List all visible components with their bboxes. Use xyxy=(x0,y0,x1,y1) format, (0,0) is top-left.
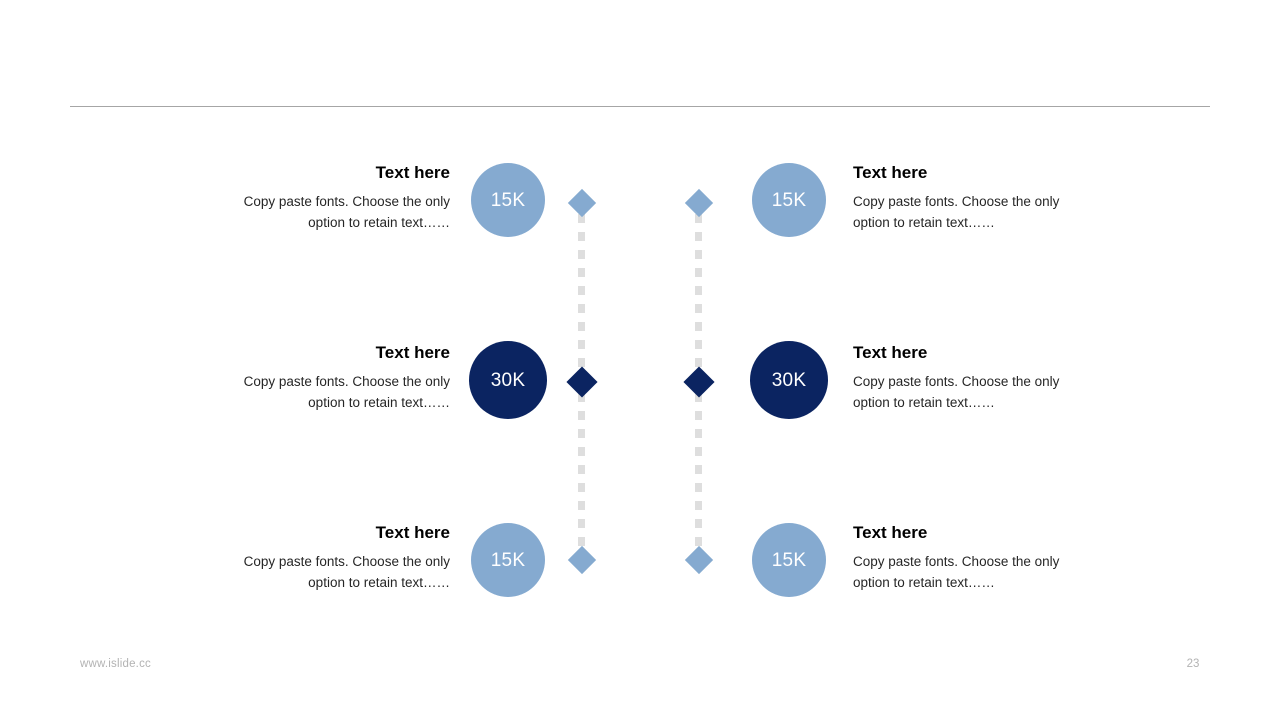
text-block-row1-left: Text here Copy paste fonts. Choose the o… xyxy=(226,163,450,234)
milestone-diamond-row2-left[interactable] xyxy=(566,366,598,398)
text-block-row2-left: Text here Copy paste fonts. Choose the o… xyxy=(226,343,450,414)
connector-dash-right-upper xyxy=(695,214,702,372)
text-block-row3-right: Text here Copy paste fonts. Choose the o… xyxy=(853,523,1077,594)
text-body-row2-right: Copy paste fonts. Choose the only option… xyxy=(853,374,1060,411)
footer-url[interactable]: www.islide.cc xyxy=(80,658,151,670)
metric-circle-row3-right[interactable]: 15K xyxy=(752,523,826,597)
metric-circle-row2-left[interactable]: 30K xyxy=(469,341,547,419)
milestone-diamond-row3-left[interactable] xyxy=(567,545,597,575)
connector-dash-left-upper xyxy=(578,214,585,372)
text-title-row3-right: Text here xyxy=(853,523,928,542)
text-title-row3-left: Text here xyxy=(375,523,450,542)
text-body-row3-left: Copy paste fonts. Choose the only option… xyxy=(243,554,450,591)
metric-value-row3-left: 15K xyxy=(490,549,526,571)
page-number: 23 xyxy=(1186,658,1200,670)
metric-value-row2-left: 30K xyxy=(490,369,526,391)
text-title-row2-left: Text here xyxy=(375,343,450,362)
metric-circle-row1-left[interactable]: 15K xyxy=(471,163,545,237)
connector-dash-right-lower xyxy=(695,393,702,551)
metric-value-row3-right: 15K xyxy=(771,549,807,571)
milestone-diamond-row1-left[interactable] xyxy=(567,188,597,218)
metric-circle-row1-right[interactable]: 15K xyxy=(752,163,826,237)
metric-value-row2-right: 30K xyxy=(771,369,807,391)
text-body-row1-left: Copy paste fonts. Choose the only option… xyxy=(243,194,450,231)
text-block-row1-right: Text here Copy paste fonts. Choose the o… xyxy=(853,163,1077,234)
text-block-row2-right: Text here Copy paste fonts. Choose the o… xyxy=(853,343,1077,414)
text-body-row3-right: Copy paste fonts. Choose the only option… xyxy=(853,554,1060,591)
metric-value-row1-left: 15K xyxy=(490,189,526,211)
text-body-row1-right: Copy paste fonts. Choose the only option… xyxy=(853,194,1060,231)
metric-circle-row2-right[interactable]: 30K xyxy=(750,341,828,419)
milestone-diamond-row2-right[interactable] xyxy=(683,366,715,398)
metric-circle-row3-left[interactable]: 15K xyxy=(471,523,545,597)
text-block-row3-left: Text here Copy paste fonts. Choose the o… xyxy=(226,523,450,594)
text-title-row2-right: Text here xyxy=(853,343,928,362)
text-title-row1-left: Text here xyxy=(375,163,450,182)
text-body-row2-left: Copy paste fonts. Choose the only option… xyxy=(243,374,450,411)
text-title-row1-right: Text here xyxy=(853,163,928,182)
metric-value-row1-right: 15K xyxy=(771,189,807,211)
milestone-diamond-row1-right[interactable] xyxy=(684,188,714,218)
milestone-diamond-row3-right[interactable] xyxy=(684,545,714,575)
connector-dash-left-lower xyxy=(578,393,585,551)
header-divider xyxy=(70,106,1210,107)
